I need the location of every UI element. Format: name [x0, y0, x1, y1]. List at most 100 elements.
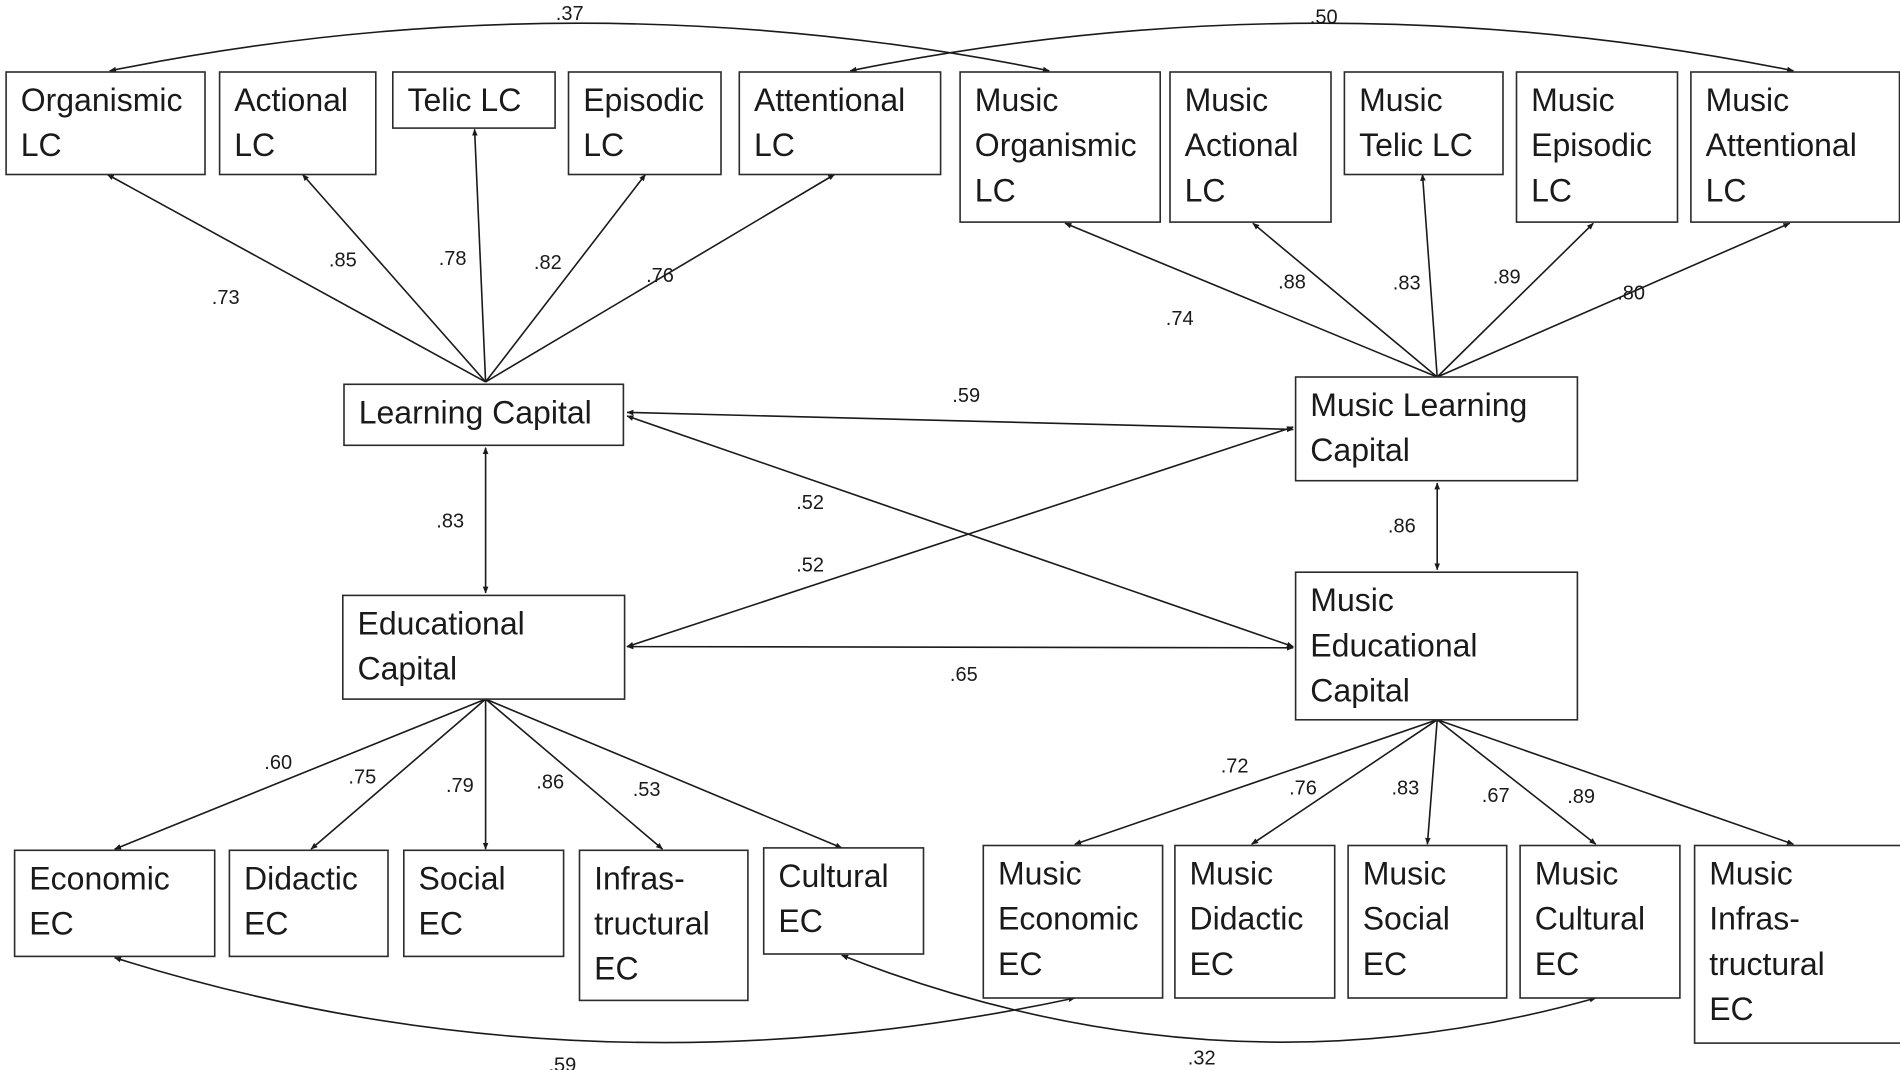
node-box — [13, 849, 216, 958]
node-label-line: Didactic — [1190, 901, 1304, 937]
node-box — [1294, 376, 1579, 482]
node-label-line: Music Learning — [1310, 387, 1527, 423]
node-box — [1690, 71, 1900, 223]
loading-path-learning-capital-to-attentional-lc — [485, 173, 836, 383]
path-coefficient-label: .37 — [556, 3, 584, 25]
node-box — [959, 71, 1161, 223]
node-label-line: Economic — [998, 901, 1139, 937]
path-coefficient-label: .89 — [1493, 266, 1521, 288]
path-coefficient-label: .82 — [534, 252, 562, 274]
node-label-line: Capital — [358, 651, 458, 687]
path-coefficient-label: .73 — [212, 287, 240, 309]
loading-path-music-educational-capital-to-music-didactic-ec — [1251, 719, 1438, 845]
node-label-line: LC — [583, 127, 624, 163]
node-box — [982, 844, 1164, 999]
loading-path-music-learning-capital-to-music-telic-lc — [1420, 173, 1438, 378]
path-coefficient-label: .86 — [536, 771, 564, 793]
node-box — [738, 71, 942, 176]
loading-path-music-learning-capital-to-music-episodic-lc — [1436, 222, 1594, 378]
node-label-line: Organismic — [975, 127, 1137, 163]
node-label-line: Social — [1363, 901, 1450, 937]
node-label-line: Music — [1709, 856, 1793, 892]
path-coefficient-label: .75 — [348, 767, 376, 789]
node-label-line: Actional — [1185, 127, 1299, 163]
node-label-line: Didactic — [244, 860, 358, 896]
path-coefficient-label: .72 — [1221, 756, 1249, 778]
node-box — [1174, 844, 1336, 999]
loading-path-learning-capital-to-organismic-lc — [106, 173, 486, 383]
node-label-line: EC — [1363, 946, 1407, 982]
node-label-line: Music — [1310, 582, 1394, 618]
loading-path-learning-capital-to-actional-lc — [302, 173, 487, 383]
loading-path-educational-capital-to-infrastructural-ec — [485, 698, 664, 850]
node-box — [5, 71, 206, 176]
coefficient-labels-layer: .73.85.78.82.76.74.88.83.89.80.60.75.79.… — [212, 3, 1645, 1070]
loading-path-learning-capital-to-telic-lc — [472, 128, 487, 382]
path-coefficient-label: .79 — [446, 775, 474, 797]
node-label-line: LC — [1185, 172, 1226, 208]
node-box — [762, 847, 925, 955]
node-label-line: Music — [975, 82, 1059, 118]
node-label-line: Music — [1363, 856, 1447, 892]
node-label-line: Social — [419, 860, 506, 896]
node-label-line: EC — [1535, 946, 1579, 982]
path-coefficient-label: .85 — [329, 249, 357, 271]
covariance-path-economic-ec-to-music-economic-ec — [114, 956, 1076, 1044]
node-label-line: LC — [1531, 172, 1572, 208]
node-label-line: Cultural — [1535, 901, 1645, 937]
node-label-line: Music — [1185, 82, 1269, 118]
node-label-line: Episodic — [1531, 127, 1652, 163]
correlation-path-educational-capital-to-music-educational-capital — [626, 643, 1294, 651]
node-box — [1347, 844, 1508, 999]
node-box — [1515, 71, 1679, 223]
node-telic-lc: Telic LC — [391, 71, 556, 129]
node-box — [567, 71, 722, 176]
path-coefficient-label: .52 — [796, 492, 824, 514]
node-box — [391, 71, 556, 129]
path-coefficient-label: .78 — [439, 248, 467, 270]
node-label-line: Cultural — [778, 858, 888, 894]
node-label-line: LC — [1706, 172, 1747, 208]
node-label-line: Infras- — [1709, 901, 1800, 937]
path-coefficient-label: .76 — [1289, 778, 1317, 800]
node-box — [1693, 844, 1900, 1044]
node-learning-capital: Learning Capital — [343, 383, 625, 447]
node-label-line: EC — [29, 906, 73, 942]
node-label-line: Educational — [1310, 627, 1477, 663]
node-label-line: tructural — [1709, 946, 1825, 982]
loading-path-music-educational-capital-to-music-social-ec — [1425, 719, 1438, 845]
node-label-line: Telic LC — [1359, 127, 1473, 163]
node-box — [341, 594, 626, 700]
edges-layer — [106, 22, 1795, 1044]
covariance-path-cultural-ec-to-music-cultural-ec — [841, 954, 1597, 1043]
path-coefficient-label: .52 — [796, 554, 824, 576]
node-label-line: Music — [1359, 82, 1443, 118]
node-box — [228, 849, 389, 958]
node-label-line: Music — [1190, 856, 1274, 892]
node-label-line: Learning Capital — [359, 394, 592, 430]
node-label-line: Infras- — [594, 860, 685, 896]
node-label-line: EC — [244, 906, 288, 942]
path-coefficient-label: .60 — [264, 752, 292, 774]
path-coefficient-label: .83 — [436, 510, 464, 532]
path-coefficient-label: .53 — [633, 779, 661, 801]
node-label-line: EC — [1190, 946, 1234, 982]
loading-path-music-educational-capital-to-music-economic-ec — [1074, 719, 1438, 845]
node-label-line: EC — [1709, 991, 1753, 1027]
loading-path-music-educational-capital-to-music-cultural-ec — [1436, 719, 1597, 845]
path-coefficient-label: .59 — [548, 1055, 576, 1070]
path-coefficient-label: .67 — [1482, 785, 1510, 807]
